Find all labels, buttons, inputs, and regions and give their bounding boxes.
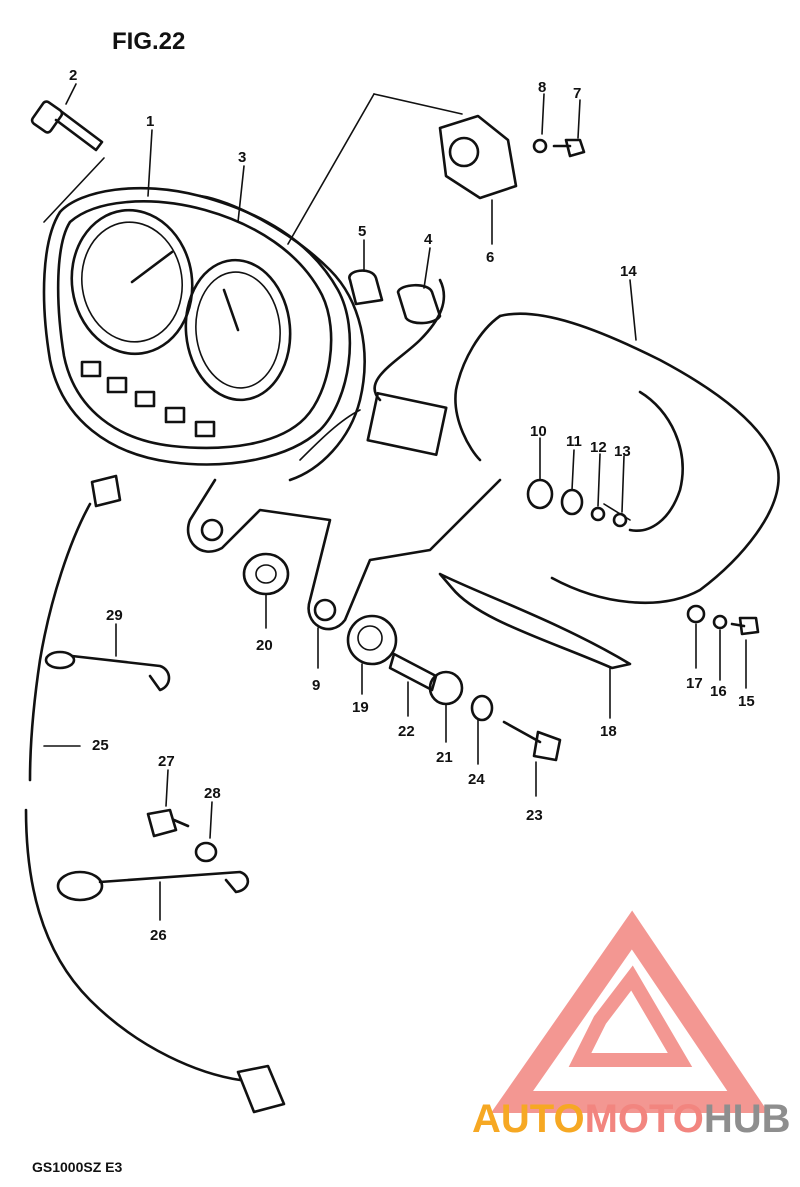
model-code: GS1000SZ E3 [32, 1159, 122, 1175]
label-5: 5 [358, 223, 366, 240]
label-7: 7 [573, 85, 581, 102]
label-15: 15 [738, 693, 755, 710]
triangle-logo-icon [490, 910, 769, 1113]
panel-18-drawing [438, 572, 632, 670]
label-13: 13 [614, 443, 631, 460]
label-22: 22 [398, 723, 415, 740]
label-2: 2 [69, 67, 77, 84]
label-28: 28 [204, 785, 221, 802]
speedometer-cable-drawing [24, 474, 286, 1114]
svg-text:AUTOMOTOHUB: AUTOMOTOHUB [472, 1097, 791, 1141]
label-21: 21 [436, 749, 453, 766]
rubber-washers-10-13-drawing [526, 478, 628, 528]
label-12: 12 [590, 439, 607, 456]
label-11: 11 [566, 433, 582, 450]
label-18: 18 [600, 723, 617, 740]
watermark-moto: MOTO [585, 1097, 704, 1141]
screw-washer-7-8-drawing [532, 138, 586, 158]
label-23: 23 [526, 807, 543, 824]
label-6: 6 [486, 249, 494, 266]
callout-labels: 1 2 3 4 5 6 7 8 9 10 11 12 13 14 15 16 1 [65, 67, 755, 944]
label-25: 25 [92, 737, 109, 754]
figure-title: FIG.22 [112, 28, 185, 55]
label-17: 17 [686, 675, 703, 692]
wire-clips-26-29-drawing [44, 650, 250, 902]
label-14: 14 [620, 263, 637, 280]
label-20: 20 [256, 637, 273, 654]
label-8: 8 [538, 79, 546, 96]
socket-drawing [287, 93, 518, 245]
watermark-logo: AUTOMOTOHUB [472, 910, 791, 1141]
label-16: 16 [710, 683, 727, 700]
label-9: 9 [312, 677, 320, 694]
label-27: 27 [158, 753, 175, 770]
mounting-hardware-19-24-drawing [242, 552, 562, 762]
label-4: 4 [424, 231, 433, 248]
label-19: 19 [352, 699, 369, 716]
meter-cluster-drawing [42, 186, 502, 631]
label-3: 3 [238, 149, 246, 166]
screw-washers-15-17-drawing [686, 604, 760, 636]
watermark-auto: AUTO [472, 1097, 585, 1141]
bulb-socket-4-5-drawing [348, 269, 442, 325]
meter-cover-drawing [454, 312, 780, 605]
label-26: 26 [150, 927, 167, 944]
label-10: 10 [530, 423, 547, 440]
label-29: 29 [106, 607, 123, 624]
bolt-washer-27-28-drawing [146, 808, 218, 863]
label-24: 24 [468, 771, 485, 788]
label-1: 1 [146, 113, 154, 130]
watermark-hub: HUB [704, 1097, 791, 1141]
cable-end-drawing [30, 100, 105, 223]
